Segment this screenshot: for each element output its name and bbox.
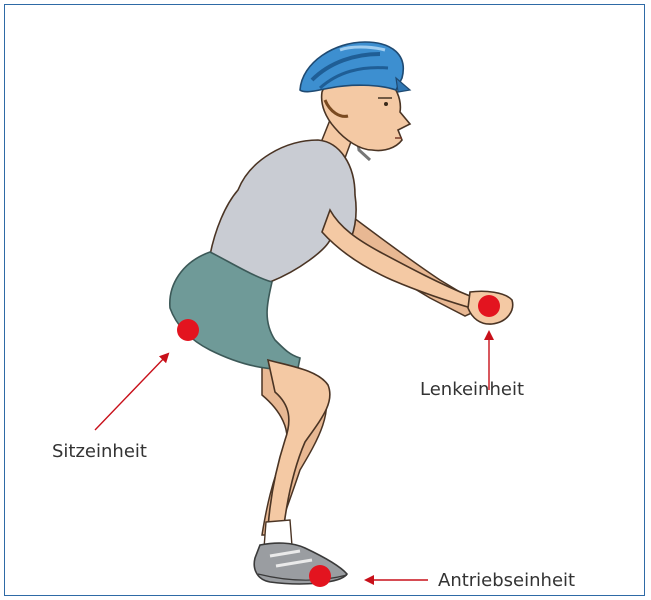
marker-antrieb	[309, 565, 331, 587]
near-leg	[268, 360, 330, 528]
arrow-sitz	[95, 354, 168, 430]
label-antriebseinheit: Antriebseinheit	[438, 572, 575, 590]
jersey	[210, 140, 356, 282]
helmet	[300, 42, 410, 92]
label-sitzeinheit: Sitzeinheit	[52, 443, 147, 461]
label-lenkeinheit: Lenkeinheit	[420, 381, 524, 399]
marker-sitz	[177, 319, 199, 341]
marker-lenk	[478, 295, 500, 317]
